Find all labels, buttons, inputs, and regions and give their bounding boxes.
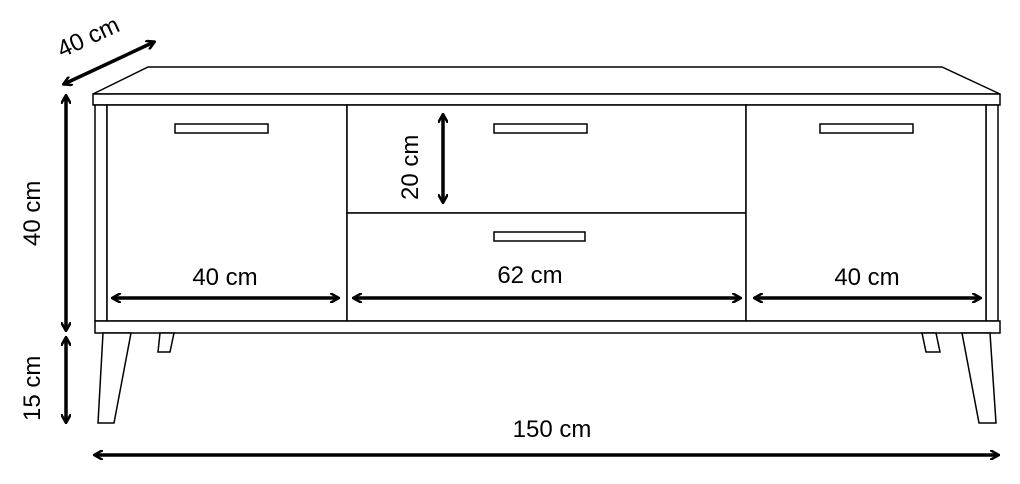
right-door [745, 104, 987, 322]
right-side-panel [985, 104, 999, 322]
depth-arrow [64, 42, 154, 84]
middle-width-label: 62 cm [497, 262, 562, 289]
body-height-label: 40 cm [19, 181, 46, 246]
top-drawer [346, 104, 747, 214]
cabinet-top-edge [92, 93, 1001, 106]
front-left-leg [97, 332, 132, 424]
left-door [106, 104, 348, 322]
cabinet-top-surface [92, 66, 1001, 95]
depth-label: 40 cm [53, 11, 124, 63]
back-left-leg [157, 332, 175, 353]
bottom-drawer-handle [493, 231, 586, 242]
left-door-handle [174, 123, 269, 134]
cabinet-base [94, 320, 1001, 334]
right-door-handle [819, 123, 914, 134]
front-right-leg [961, 332, 997, 424]
top-drawer-handle [493, 123, 588, 134]
right-door-width-label: 40 cm [834, 264, 899, 291]
total-width-label: 150 cm [513, 416, 592, 443]
bottom-drawer [346, 212, 747, 322]
left-side-panel [94, 104, 108, 322]
drawer-height-label: 20 cm [397, 135, 424, 200]
back-right-leg [921, 332, 941, 353]
leg-height-label: 15 cm [19, 356, 46, 421]
left-door-width-label: 40 cm [192, 264, 257, 291]
